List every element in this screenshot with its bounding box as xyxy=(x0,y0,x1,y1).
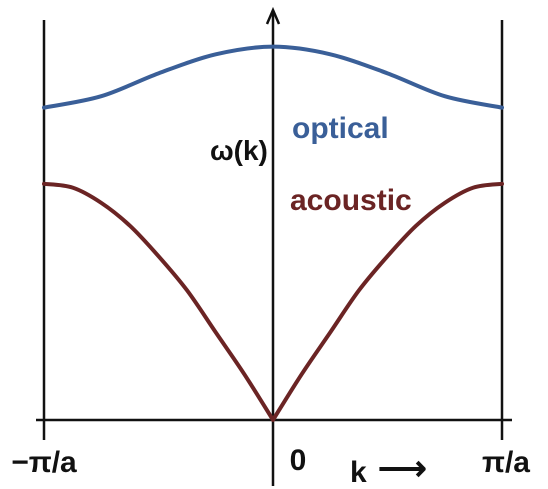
x-axis-label: k xyxy=(350,456,367,489)
curves xyxy=(42,44,504,422)
series-optical-line xyxy=(42,44,504,110)
labels: ω(k) optical acoustic −π/a 0 π/a k ⟶ xyxy=(11,112,530,489)
x-tick-label-neg-pi-over-a: −π/a xyxy=(11,446,77,479)
x-tick-label-zero: 0 xyxy=(290,444,307,477)
y-axis-arrowhead xyxy=(265,6,281,25)
zone-boundaries xyxy=(42,20,504,440)
legend-label-acoustic: acoustic xyxy=(290,184,412,217)
y-axis-label: ω(k) xyxy=(210,135,268,166)
x-axis-arrow-icon: ⟶ xyxy=(378,450,427,488)
legend-label-optical: optical xyxy=(292,112,389,145)
series-acoustic-line xyxy=(42,181,504,422)
x-tick-label-pi-over-a: π/a xyxy=(482,446,530,479)
